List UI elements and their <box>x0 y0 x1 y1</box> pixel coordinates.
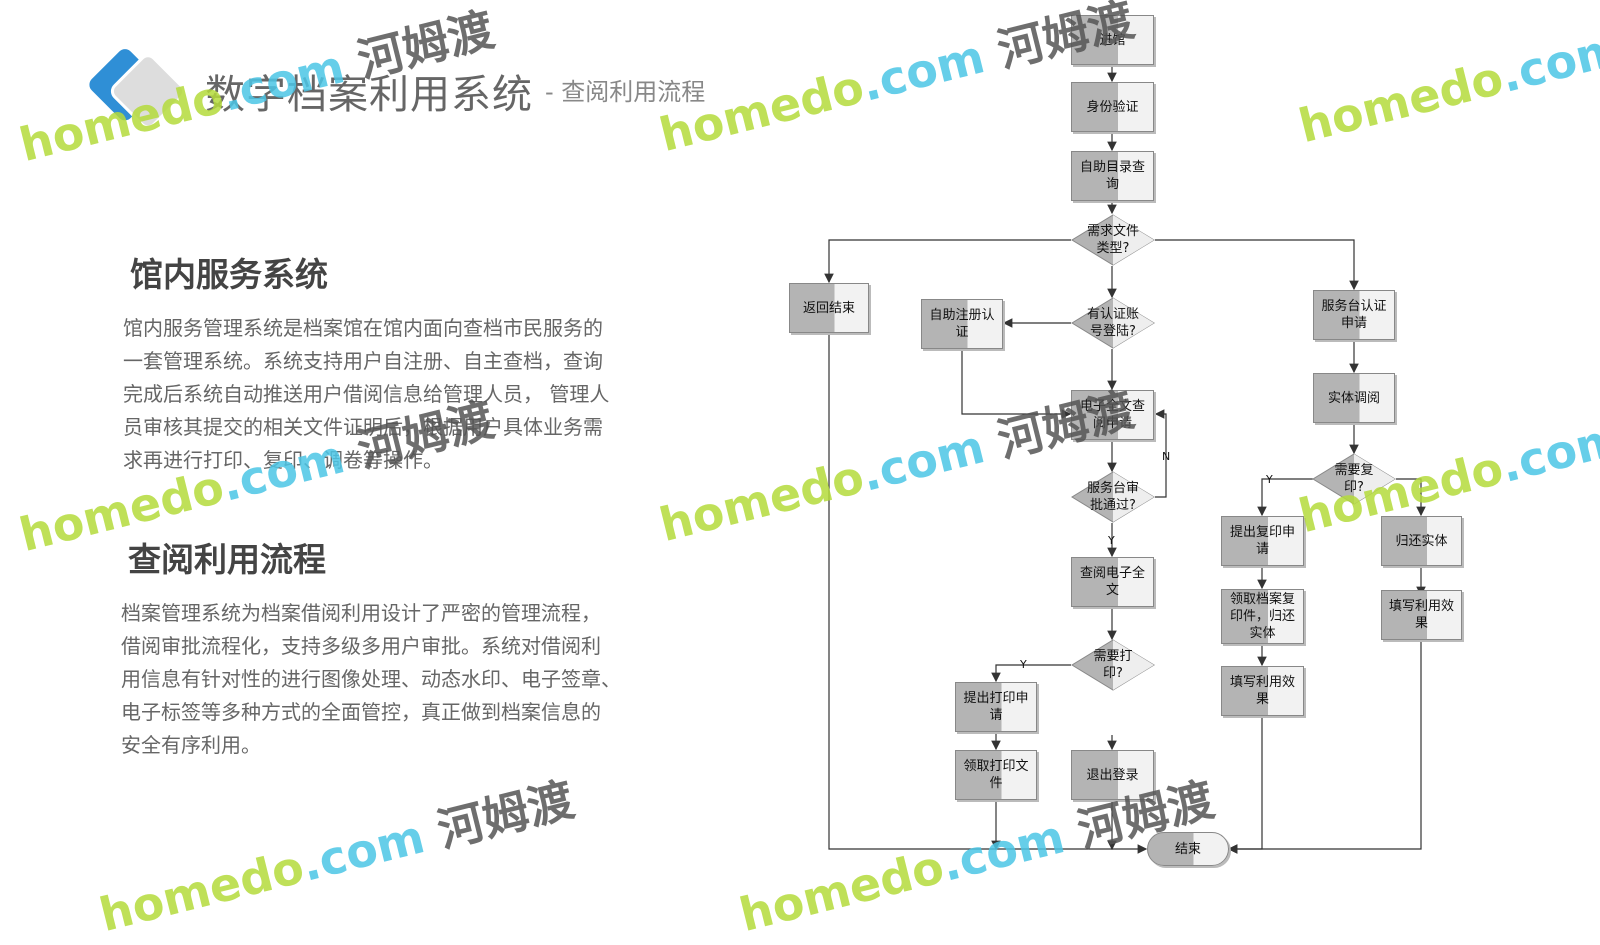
flow-decision-approved: 服务台审批通过? <box>1071 471 1155 523</box>
text-line: 馆内服务管理系统是档案馆在馆内面向查档市民服务的 <box>123 316 603 340</box>
decision-label: 需要复印? <box>1334 463 1374 495</box>
text-line: 电子标签等多种方式的全面管控，真正做到档案信息的 <box>121 700 601 724</box>
page-subtitle: - 查阅利用流程 <box>545 78 706 106</box>
flow-decision-need-print: 需要打印? <box>1071 639 1155 691</box>
flow-node-return-end: 返回结束 <box>789 283 869 333</box>
decision-label: 需求文件类型? <box>1086 224 1139 256</box>
text-line: 用信息有针对性的进行图像处理、动态水印、电子签章、 <box>121 667 621 691</box>
flow-node-desk-auth: 服务台认证申请 <box>1313 290 1395 340</box>
text-line: 完成后系统自动推送用户借阅信息给管理人员， 管理人 <box>123 382 610 406</box>
flow-node-get-print: 领取打印文件 <box>955 750 1037 800</box>
flow-decision-need-copy: 需要复印? <box>1312 453 1396 505</box>
flow-node-physical: 实体调阅 <box>1313 373 1395 423</box>
flow-node-copy-apply: 提出复印申请 <box>1221 516 1304 566</box>
section-heading-service: 馆内服务系统 <box>130 255 328 294</box>
decision-label: 需要打印? <box>1093 649 1133 681</box>
text-line: 员审核其提交的相关文件证明后，根据用户具体业务需 <box>123 415 603 439</box>
edge-label-no: N <box>1162 450 1171 463</box>
section-heading-flow: 查阅利用流程 <box>128 540 326 579</box>
text-line: 档案管理系统为档案借阅利用设计了严密的管理流程， <box>121 601 601 625</box>
section-text-service: 馆内服务管理系统是档案馆在馆内面向查档市民服务的 一套管理系统。系统支持用户自注… <box>123 312 648 477</box>
decision-label: 有认证账号登陆? <box>1086 307 1139 339</box>
flow-node-feedback-mid: 填写利用效果 <box>1221 666 1304 716</box>
flow-connectors <box>824 65 1426 854</box>
section-text-flow: 档案管理系统为档案借阅利用设计了严密的管理流程， 借阅审批流程化，支持多级多用户… <box>121 597 646 762</box>
logo-icon <box>89 49 186 129</box>
text-line: 安全有序利用。 <box>121 733 261 757</box>
edge-label-yes: Y <box>1108 534 1115 547</box>
flow-node-view-full: 查阅电子全文 <box>1071 557 1154 607</box>
edge-label-yes: Y <box>1020 658 1027 671</box>
flow-node-ebook-apply: 电子全文查阅申请 <box>1071 390 1154 440</box>
text-line: 求再进行打印、复印、调卷等操作。 <box>123 448 443 472</box>
edge-label-yes: Y <box>1266 473 1273 486</box>
flow-node-end: 结束 <box>1147 832 1229 866</box>
flow-node-identity: 身份验证 <box>1071 82 1154 132</box>
flow-node-catalog: 自助目录查询 <box>1071 151 1154 201</box>
flow-node-feedback-right: 填写利用效果 <box>1381 590 1462 640</box>
flow-node-return-physical: 归还实体 <box>1381 516 1462 566</box>
text-line: 借阅审批流程化，支持多级多用户审批。系统对借阅利 <box>121 634 601 658</box>
flow-decision-has-account: 有认证账号登陆? <box>1071 297 1155 349</box>
flow-node-logout: 退出登录 <box>1071 750 1154 800</box>
flow-node-get-copy: 领取档案复印件，归还实体 <box>1221 589 1304 644</box>
page-title: 数字档案利用系统 <box>205 72 533 118</box>
flow-decision-doc-type: 需求文件类型? <box>1071 214 1155 266</box>
flow-node-self-register: 自助注册认证 <box>921 299 1003 349</box>
flow-node-print-apply: 提出打印申请 <box>955 682 1037 732</box>
text-line: 一套管理系统。系统支持用户自注册、自主查档，查询 <box>123 349 603 373</box>
decision-label: 服务台审批通过? <box>1086 481 1139 513</box>
flow-node-enter: 进馆 <box>1071 15 1154 65</box>
